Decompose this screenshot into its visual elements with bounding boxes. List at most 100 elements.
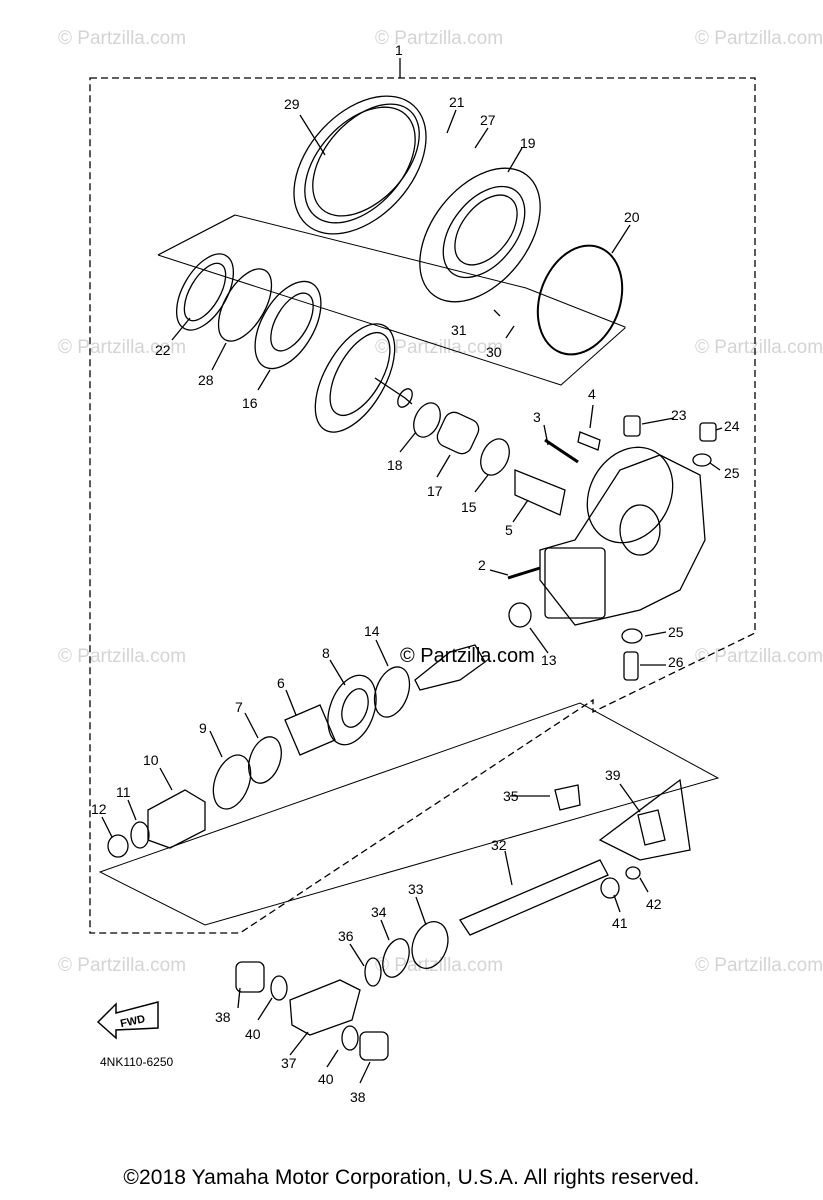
callout-label: 26	[668, 654, 684, 670]
callout-label: 20	[624, 209, 640, 225]
part-38-cap-bottom	[359, 1031, 389, 1061]
part-11-washer	[130, 821, 150, 849]
part-16-bearing	[254, 280, 322, 370]
callout-label: 25	[724, 465, 740, 481]
part-39-spring	[637, 809, 666, 846]
callout-label: 38	[215, 1009, 231, 1025]
callout-label: 34	[371, 904, 387, 920]
watermark: © Partzilla.com	[58, 955, 187, 976]
callout-label: 11	[116, 784, 131, 800]
callout-label: 13	[541, 652, 557, 668]
callout-label: 42	[646, 896, 662, 912]
callout-label: 24	[724, 418, 740, 434]
callout-label: 10	[143, 752, 159, 768]
copyright-text: ©2018 Yamaha Motor Corporation, U.S.A. A…	[123, 1166, 700, 1189]
part-20-o-ring	[536, 244, 624, 356]
callout-label: 5	[505, 522, 513, 538]
part-22-seal	[175, 253, 235, 331]
callout-label: 22	[155, 342, 171, 358]
part-40-clip-top	[270, 975, 288, 1001]
part-35-plate	[554, 784, 581, 811]
part-18-shim	[413, 402, 441, 438]
part-28-ring	[217, 268, 273, 342]
part-8-bearing	[327, 674, 377, 746]
callout-label: 27	[480, 112, 496, 128]
part-34-washer	[382, 938, 410, 978]
callout-label: 7	[235, 699, 243, 715]
callout-label: 9	[199, 720, 207, 736]
part-24-bolt	[699, 422, 717, 442]
watermark: © Partzilla.com	[375, 337, 504, 358]
part-7-circlip	[248, 736, 282, 784]
callout-label: 21	[449, 94, 465, 110]
callout-label: 31	[451, 322, 467, 338]
callout-label: 4	[588, 386, 596, 402]
part-42-washer	[625, 866, 641, 880]
callout-label: 6	[277, 675, 285, 691]
part-25-washer-bottom	[621, 628, 643, 644]
callout-label: 41	[612, 915, 628, 931]
part-25-washer-top	[692, 453, 712, 467]
callout-label: 14	[364, 623, 380, 639]
part-9-seal	[212, 754, 252, 810]
coupler-plate	[598, 778, 691, 861]
part-38-cap-top	[235, 961, 265, 993]
callout-label: 32	[491, 837, 507, 853]
callout-label: 35	[503, 788, 519, 804]
callout-label: 1	[395, 42, 403, 58]
callout-label: 28	[198, 372, 214, 388]
callout-label: 19	[520, 135, 536, 151]
part-19-cover	[419, 167, 541, 303]
callout-label: 39	[605, 767, 621, 783]
callout-label: 40	[245, 1026, 261, 1042]
callout-label: 25	[668, 624, 684, 640]
callout-label: 30	[486, 344, 502, 360]
callout-label: 16	[242, 395, 258, 411]
callout-label: 37	[281, 1055, 297, 1071]
ring-gear	[314, 323, 413, 433]
part-14-shim	[373, 666, 411, 718]
center-watermark: © Partzilla.com	[400, 645, 535, 667]
part-6-nut	[284, 704, 336, 756]
fwd-arrow-icon: FWD	[96, 1001, 159, 1040]
gear-housing	[539, 446, 706, 626]
part-3-stud	[544, 438, 579, 464]
callout-label: 15	[461, 499, 477, 515]
watermark: © Partzilla.com	[695, 337, 823, 358]
callout-label: 40	[318, 1071, 334, 1087]
watermark: © Partzilla.com	[695, 955, 823, 976]
part-2-stud	[507, 566, 541, 580]
fwd-label: FWD	[119, 1013, 146, 1030]
callout-label: 36	[338, 928, 354, 944]
upper-group-plane	[157, 214, 626, 386]
callout-label: 23	[671, 407, 687, 423]
callout-label: 38	[350, 1089, 366, 1105]
callout-label: 2	[478, 557, 486, 573]
part-26-plug	[623, 651, 639, 681]
part-36-clip	[364, 957, 382, 987]
part-23-plug	[623, 415, 641, 437]
part-15-bearing	[480, 438, 510, 476]
pinion-gear	[414, 644, 486, 691]
watermark: © Partzilla.com	[375, 955, 504, 976]
part-5-sleeve	[514, 469, 566, 516]
part-29-ring	[293, 95, 427, 235]
part-13-bushing	[508, 602, 532, 628]
assembly-boundary	[89, 77, 756, 934]
lower-group-plane	[98, 702, 720, 926]
watermark: © Partzilla.com	[375, 28, 504, 49]
part-41-nut	[600, 877, 620, 899]
watermark: © Partzilla.com	[58, 28, 187, 49]
callout-label: 12	[91, 801, 107, 817]
part-17-spacer	[436, 411, 480, 455]
part-code: 4NK110-6250	[100, 1055, 174, 1069]
callout-label: 17	[427, 483, 443, 499]
part-4-bolt	[577, 431, 601, 451]
part-40-clip-bottom	[341, 1025, 359, 1051]
part-32-driveshaft	[459, 859, 609, 936]
part-10-sleeve	[147, 789, 206, 849]
watermark: © Partzilla.com	[695, 28, 823, 49]
callout-label: 29	[284, 96, 300, 112]
callout-label: 3	[533, 409, 541, 425]
